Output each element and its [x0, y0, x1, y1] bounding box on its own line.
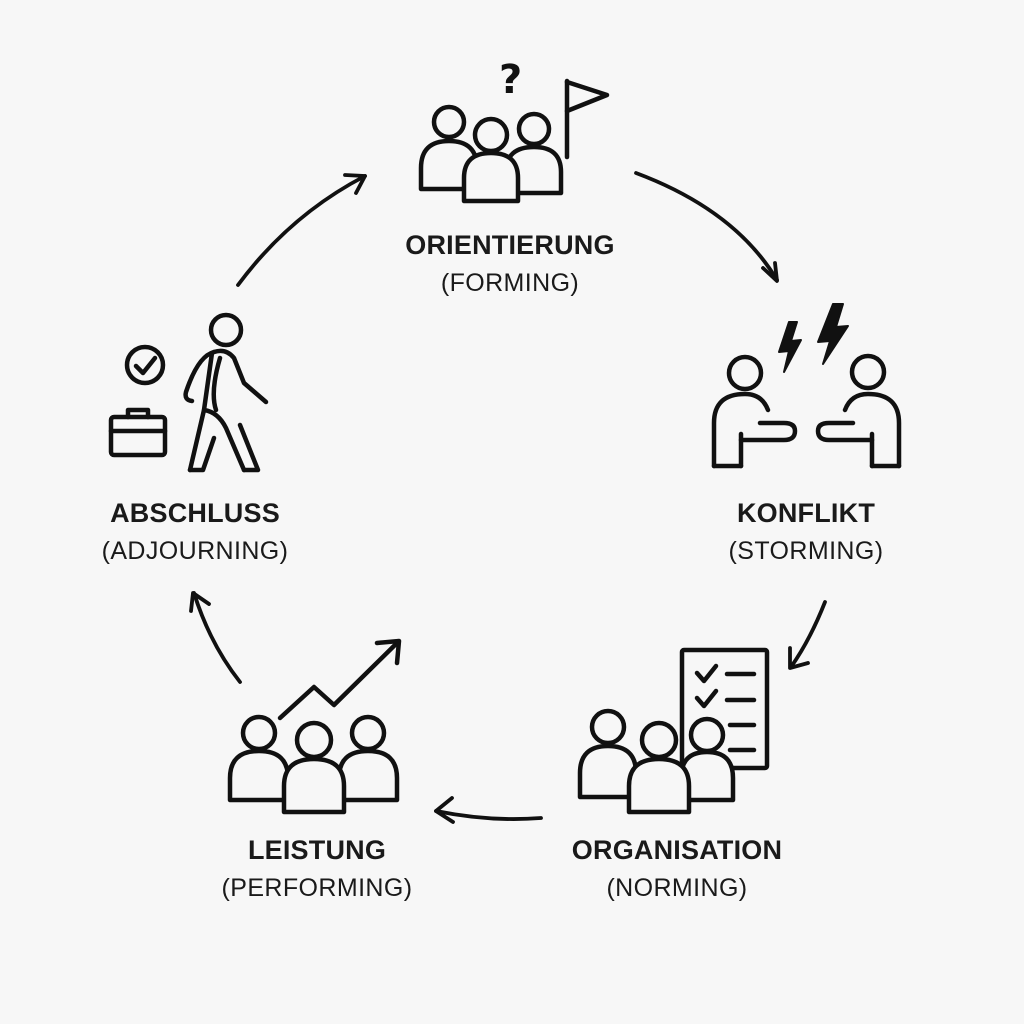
stage-title: ORGANISATION: [571, 835, 783, 865]
performing-icon: [227, 638, 402, 815]
stage-title: LEISTUNG: [247, 835, 387, 865]
stage-subtitle: (FORMING): [440, 269, 580, 297]
arrow-storming-to-norming: [789, 600, 827, 669]
stage-subtitle: (PERFORMING): [221, 874, 413, 902]
arrow-forming-to-storming: [634, 171, 779, 282]
stage-subtitle: (ADJOURNING): [101, 537, 289, 565]
stage-label-performing: LEISTUNG (PERFORMING): [157, 837, 477, 901]
stage-label-storming: KONFLIKT (STORMING): [646, 500, 966, 564]
stage-subtitle: (STORMING): [728, 537, 884, 565]
cycle-arrows: [189, 171, 827, 824]
arrow-adjourning-to-forming: [236, 174, 367, 287]
storming-icon: [711, 303, 902, 469]
stage-subtitle: (NORMING): [606, 874, 748, 902]
walking-person-icon: [208, 312, 244, 348]
question-mark-icon: ?: [499, 57, 522, 103]
trend-line-icon: [277, 639, 401, 721]
adjourning-icon: [108, 312, 269, 473]
lightning-icon: [817, 303, 849, 365]
stage-title: KONFLIKT: [736, 498, 876, 528]
arrow-performing-to-adjourning: [192, 591, 242, 684]
stage-label-norming: ORGANISATION (NORMING): [517, 837, 837, 901]
lightning-icon: [778, 321, 802, 373]
stage-title: ABSCHLUSS: [110, 498, 280, 528]
check-circle-icon: [124, 344, 166, 386]
arrow-norming-to-performing: [434, 809, 543, 821]
stage-label-adjourning: ABSCHLUSS (ADJOURNING): [35, 500, 355, 564]
briefcase-icon: [108, 414, 168, 458]
forming-icon: ?: [418, 57, 610, 204]
stage-label-forming: ORIENTIERUNG (FORMING): [350, 232, 670, 296]
stage-title: ORIENTIERUNG: [405, 230, 615, 260]
norming-icon: [577, 647, 770, 815]
